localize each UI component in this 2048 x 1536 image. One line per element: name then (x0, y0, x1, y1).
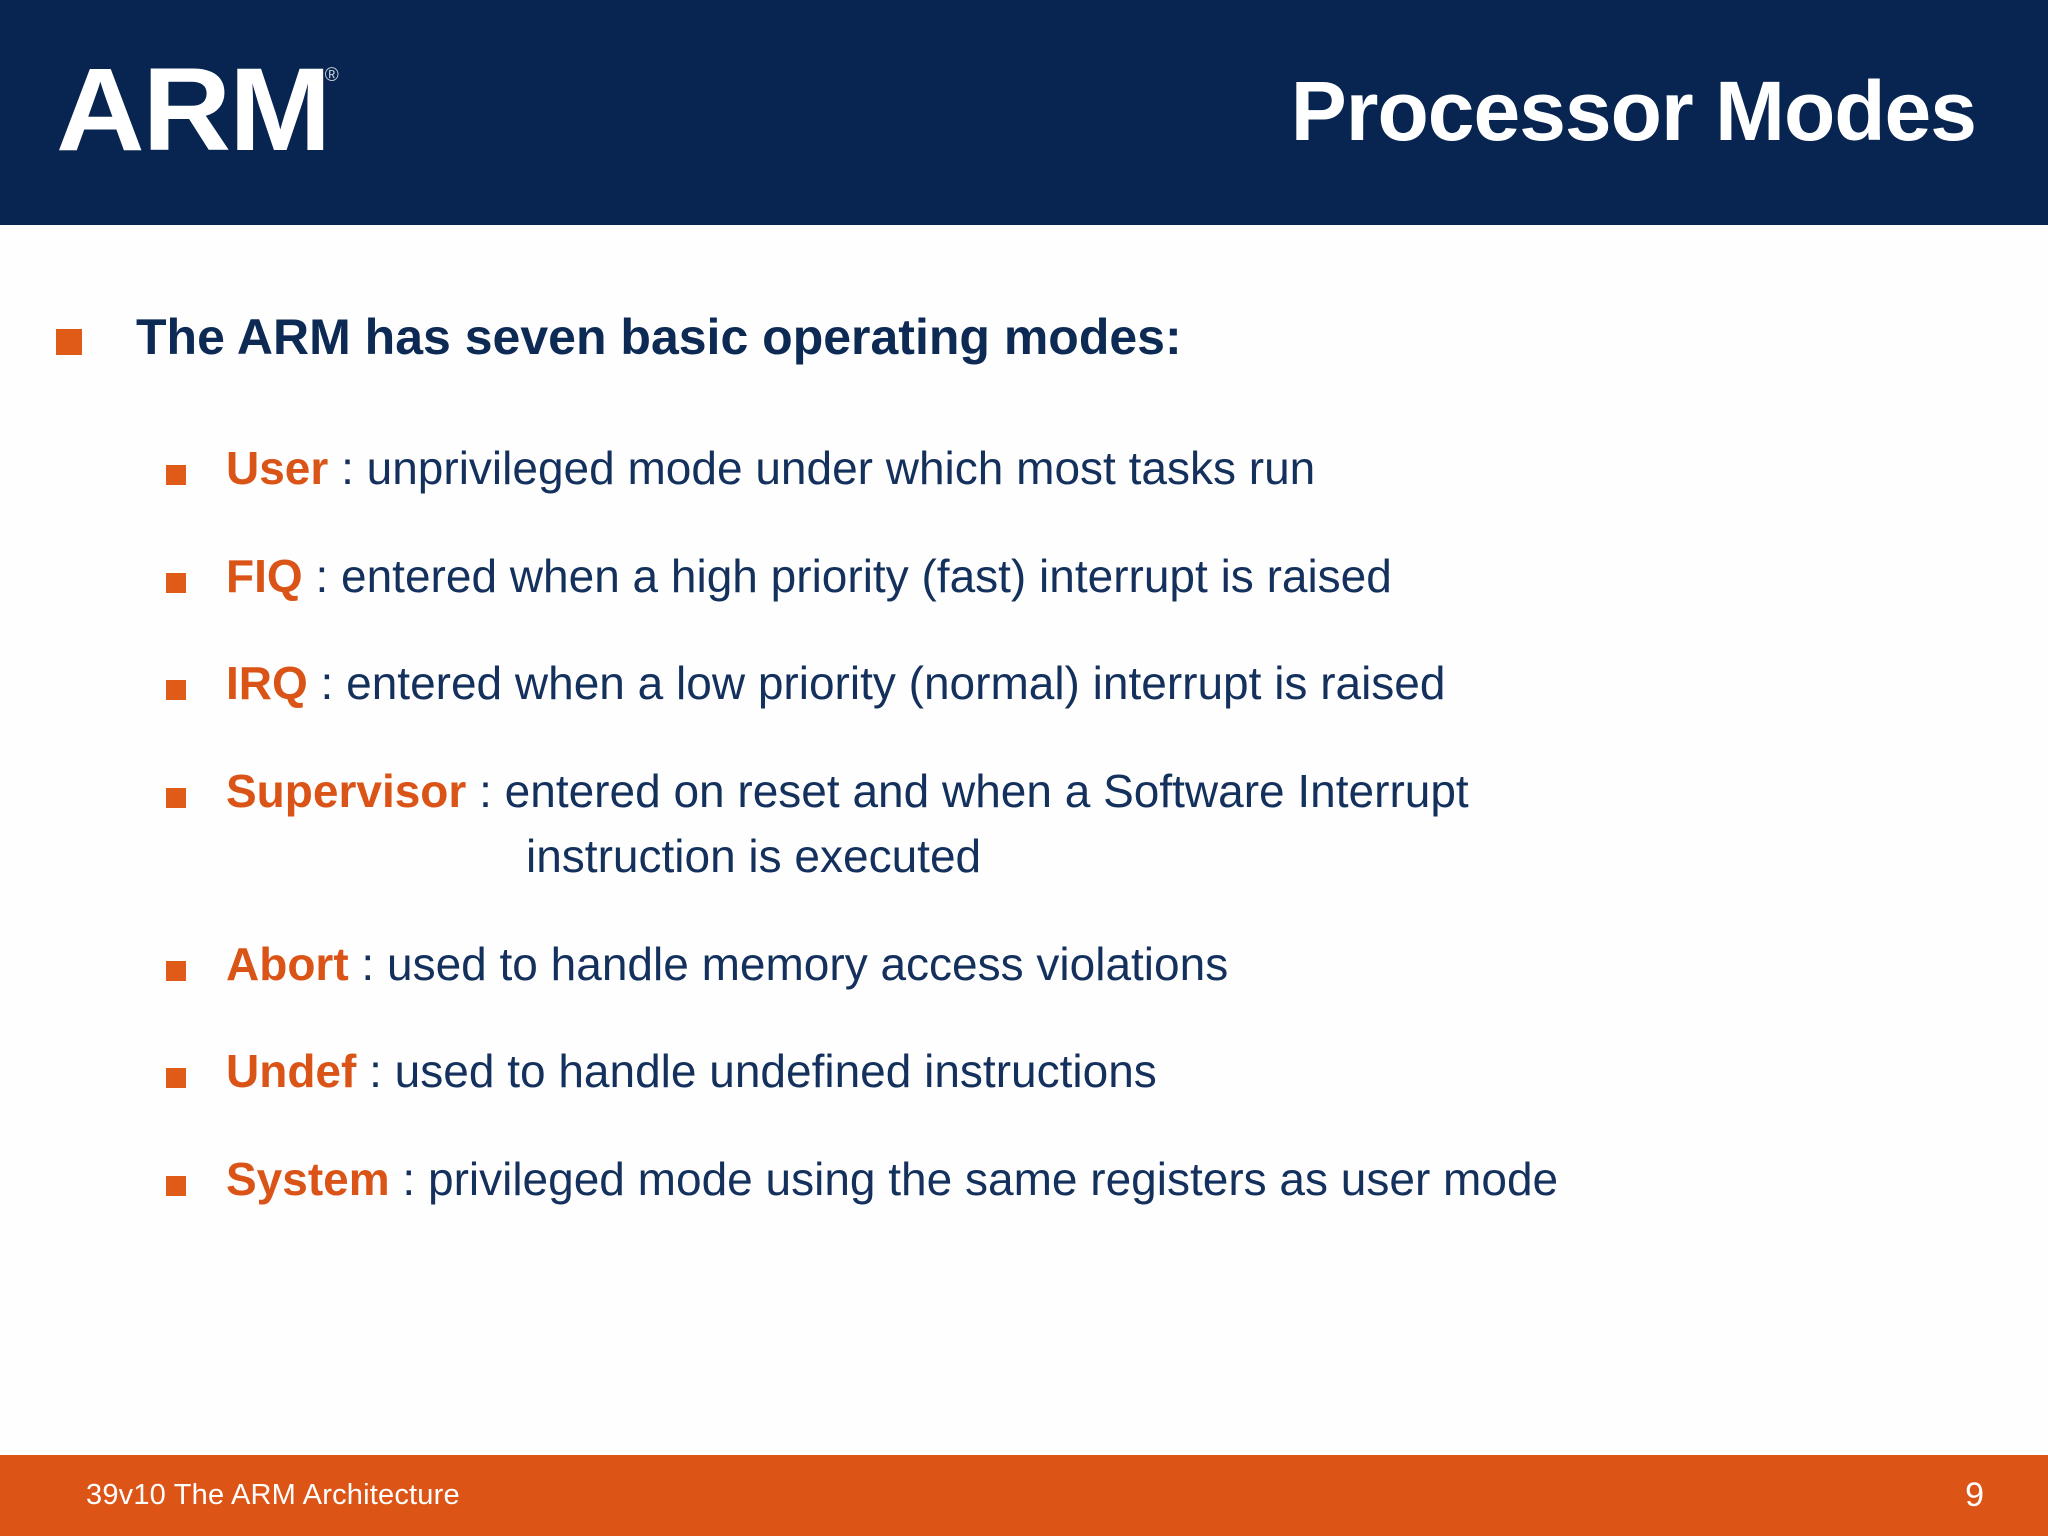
mode-description: unprivileged mode under which most tasks… (366, 442, 1316, 494)
page-number: 9 (1965, 1476, 1984, 1514)
mode-entry: IRQ : entered when a low priority (norma… (226, 657, 1446, 710)
mode-description: entered on reset and when a Software Int… (504, 764, 1469, 817)
arm-logo: ARM ® (56, 51, 339, 169)
square-bullet-icon (166, 465, 186, 485)
slide-header: ARM ® Processor Modes (0, 0, 2048, 225)
list-item: User : unprivileged mode under which mos… (166, 442, 1966, 495)
mode-name: IRQ (226, 657, 308, 710)
mode-separator: : (389, 1152, 428, 1205)
list-item: Abort : used to handle memory access vio… (166, 937, 1966, 991)
mode-line: Abort : used to handle memory access vio… (226, 937, 1229, 991)
mode-separator: : (466, 764, 505, 817)
mode-name: Undef (226, 1045, 357, 1098)
slide-body: The ARM has seven basic operating modes:… (0, 225, 2048, 1455)
square-bullet-icon (166, 1068, 186, 1089)
mode-separator: : (348, 937, 387, 990)
list-item: FIQ : entered when a high priority (fast… (166, 549, 1966, 603)
mode-line: System : privileged mode using the same … (226, 1152, 1559, 1206)
mode-line: Undef : used to handle undefined instruc… (226, 1045, 1157, 1098)
mode-line: Supervisor : entered on reset and when a… (226, 764, 1469, 818)
mode-entry: System : privileged mode using the same … (226, 1152, 1559, 1206)
square-bullet-icon (166, 787, 186, 808)
lead-bullet-row: The ARM has seven basic operating modes: (56, 311, 1182, 364)
mode-description: entered when a low priority (normal) int… (346, 657, 1446, 710)
mode-line: User : unprivileged mode under which mos… (226, 442, 1316, 495)
mode-description: used to handle undefined instructions (394, 1045, 1157, 1098)
mode-name: User (226, 442, 329, 494)
footer-label: 39v10 The ARM Architecture (86, 1479, 460, 1511)
mode-name: Abort (226, 937, 349, 990)
mode-entry: User : unprivileged mode under which mos… (226, 442, 1316, 495)
mode-separator: : (307, 657, 347, 710)
mode-description: used to handle memory access violations (386, 937, 1229, 990)
mode-entry: Abort : used to handle memory access vio… (226, 937, 1229, 991)
registered-trademark-icon: ® (324, 64, 339, 86)
mode-name: System (226, 1152, 390, 1205)
mode-entry: FIQ : entered when a high priority (fast… (226, 549, 1392, 603)
mode-line: FIQ : entered when a high priority (fast… (226, 549, 1392, 603)
mode-separator: : (328, 442, 367, 494)
square-bullet-icon (166, 680, 186, 701)
mode-separator: : (302, 549, 342, 602)
mode-name: Supervisor (226, 764, 467, 817)
mode-line: IRQ : entered when a low priority (norma… (226, 657, 1446, 710)
mode-list: User : unprivileged mode under which mos… (166, 442, 1966, 1206)
square-bullet-icon (166, 572, 186, 593)
mode-entry: Undef : used to handle undefined instruc… (226, 1045, 1157, 1098)
mode-name: FIQ (226, 549, 303, 602)
mode-description-continuation: instruction is executed (526, 830, 982, 883)
mode-entry: Supervisor : entered on reset and when a… (226, 764, 1469, 883)
mode-separator: : (356, 1045, 395, 1098)
slide-footer: 39v10 The ARM Architecture 9 (0, 1455, 2048, 1536)
arm-logo-text: ARM (56, 43, 331, 176)
list-item: Undef : used to handle undefined instruc… (166, 1045, 1966, 1098)
square-bullet-icon (166, 960, 186, 981)
list-item: IRQ : entered when a low priority (norma… (166, 657, 1966, 710)
lead-heading: The ARM has seven basic operating modes: (136, 309, 1182, 365)
list-item: Supervisor : entered on reset and when a… (166, 764, 1966, 883)
mode-description: entered when a high priority (fast) inte… (341, 549, 1392, 602)
page-title: Processor Modes (1290, 63, 1977, 158)
mode-description: privileged mode using the same registers… (428, 1152, 1559, 1205)
square-bullet-icon (166, 1175, 186, 1196)
list-item: System : privileged mode using the same … (166, 1152, 1966, 1206)
square-bullet-icon (56, 329, 82, 355)
